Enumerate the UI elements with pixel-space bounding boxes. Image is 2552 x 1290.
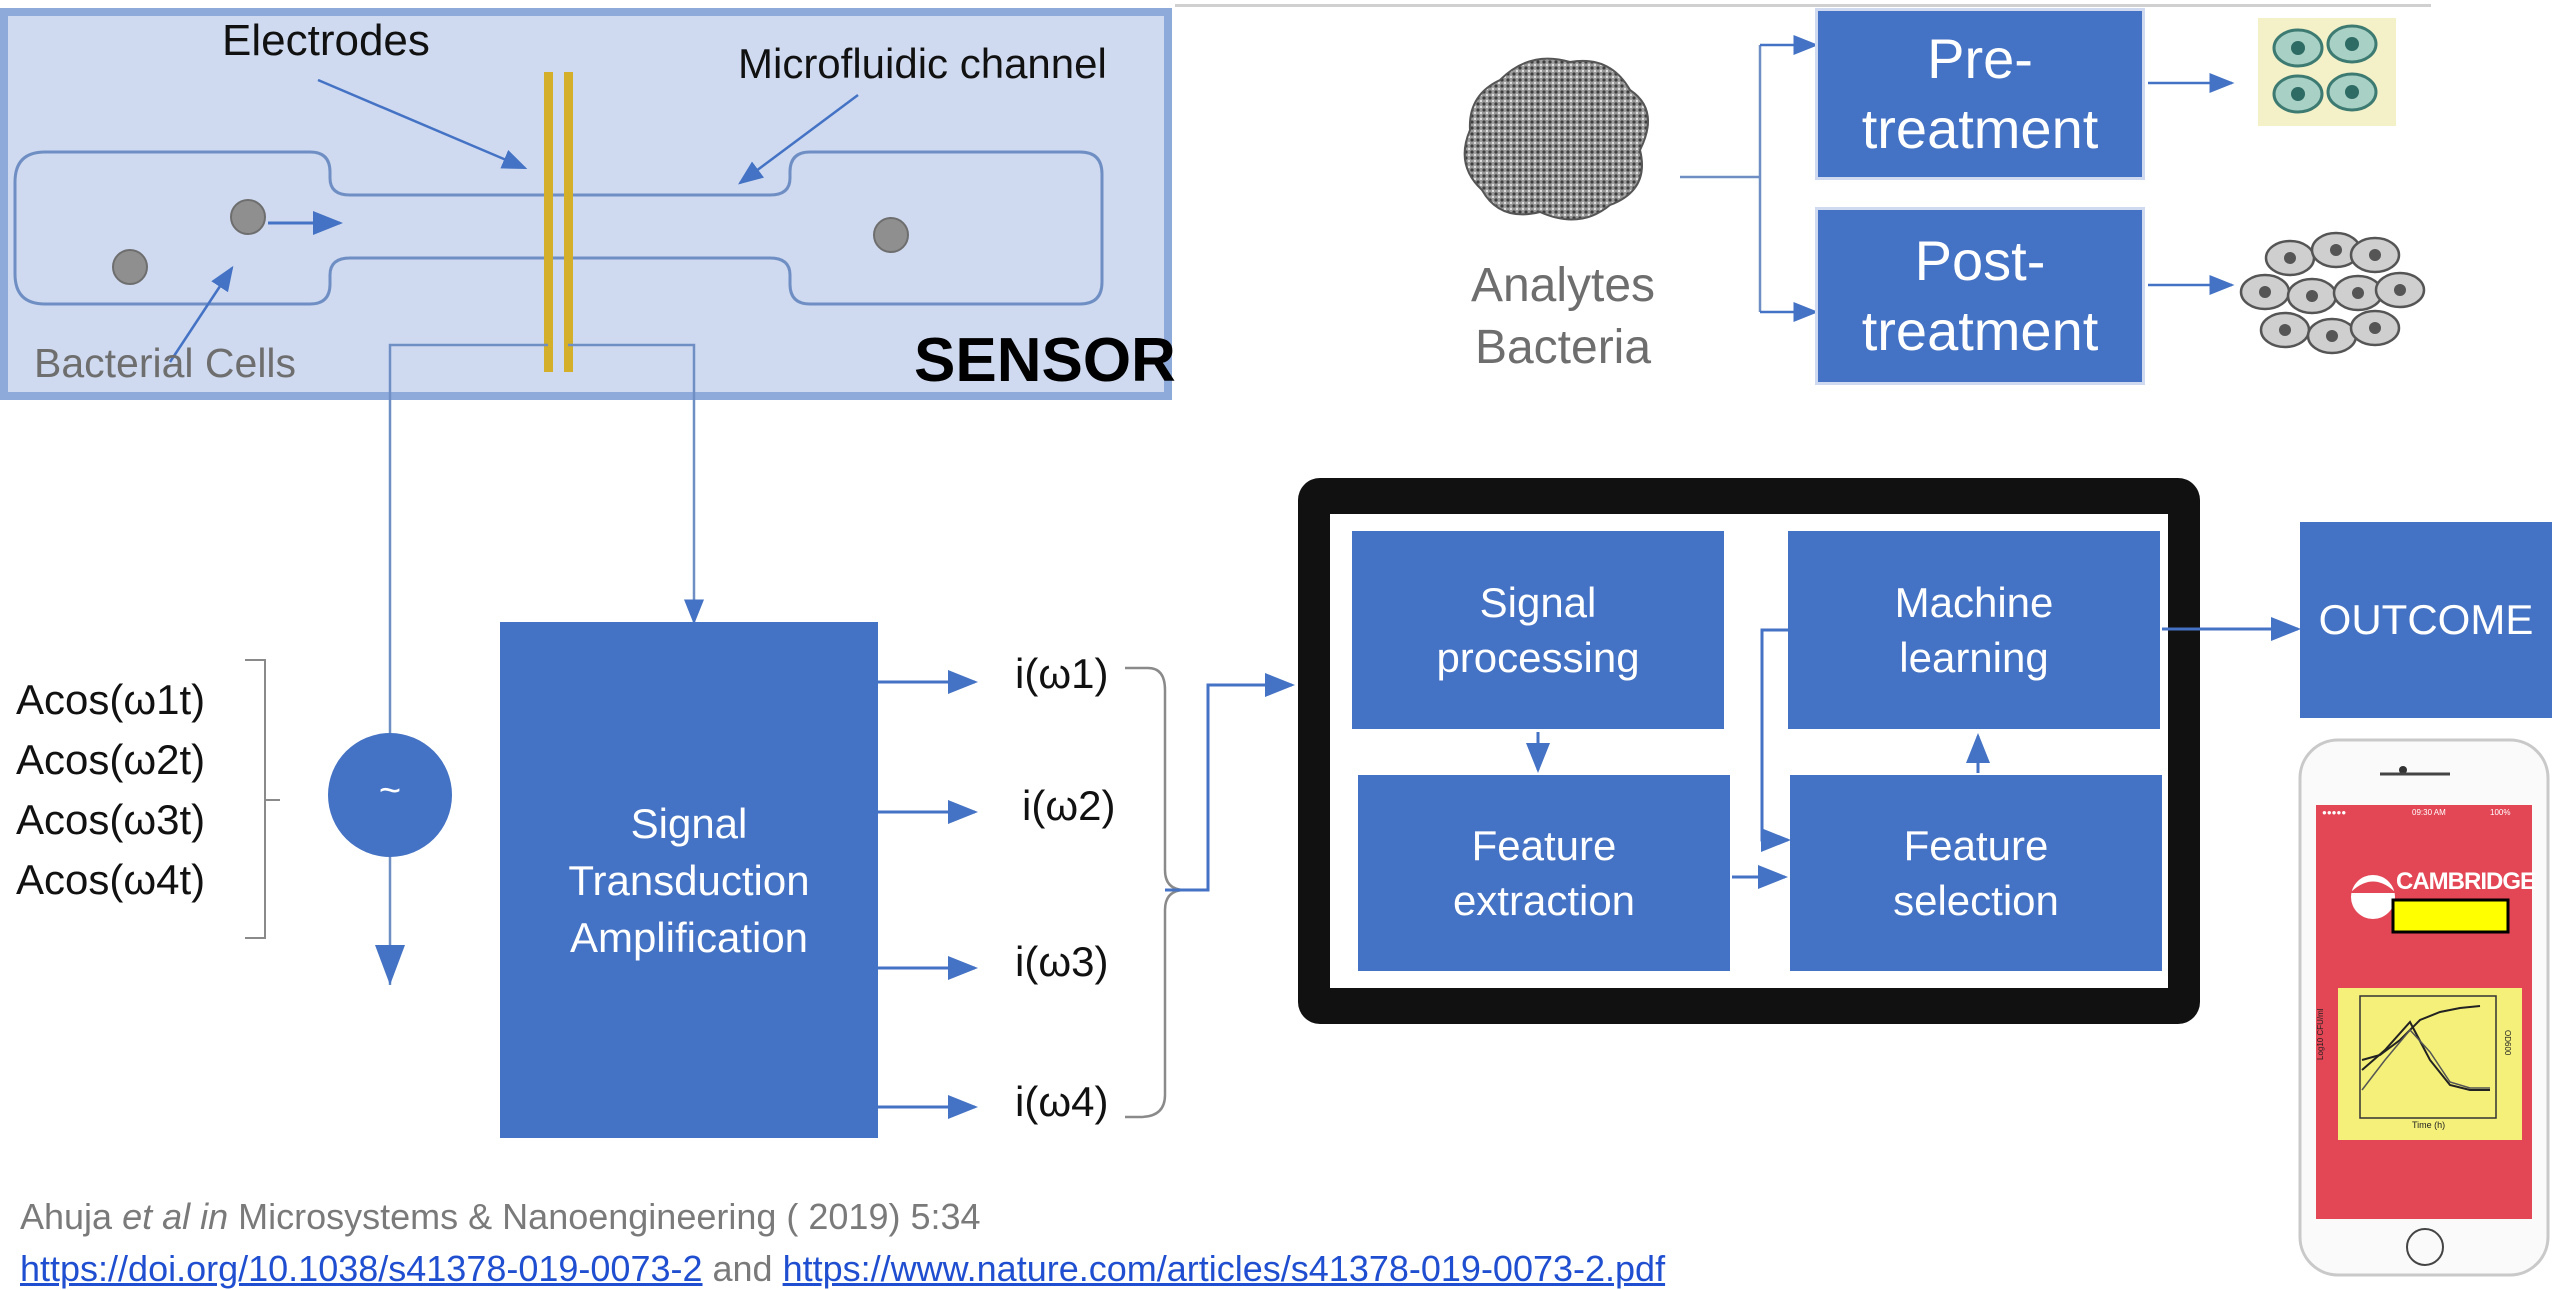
output-current-2: i(ω2) [1022,782,1116,829]
machine-learning-box: Machine learning [1788,531,2160,729]
output-current-3: i(ω3) [1015,938,1109,985]
phone-chart-xlabel: Time (h) [2412,1120,2446,1130]
citation-journal: Microsystems & Nanoengineering ( 2019) 5… [228,1196,981,1237]
phone-status-battery: 100% [2490,808,2511,817]
bacteria-cluster-image [1463,57,1649,221]
outcome-label: OUTCOME [2318,596,2534,643]
phone-status-time: 09:30 AM [2412,808,2446,817]
ac-source-symbol: ~ [378,770,402,812]
analytes-line: Analytes [1470,259,1656,312]
pretreatment-cells-image [2258,18,2396,126]
phone-yellow-field [2391,898,2510,934]
citation-line: Ahuja et al in Microsystems & Nanoengine… [20,1196,981,1238]
pretreatment-cells [2272,24,2378,114]
machine-learning-line1: Machine [1894,579,2054,626]
doi-link[interactable]: https://doi.org/10.1038/s41378-019-0073-… [20,1248,703,1289]
posttreatment-line2: treatment [1861,299,2099,362]
analytes-label: Analytes Bacteria [1468,255,1658,379]
sensor-panel [0,8,1172,400]
feature-extraction-line2: extraction [1452,877,1636,924]
signal-transduction-box: Signal Transduction Amplification [500,622,878,1138]
electrode-bar [544,72,553,372]
phone-status-signal-icon: ●●●●● [2322,808,2347,817]
electrodes-label: Electrodes [222,16,430,65]
output-current-1: i(ω1) [1015,650,1109,697]
electrode-bar [564,72,573,372]
input-signals: Acos(ω1t) Acos(ω2t) Acos(ω3t) Acos(ω4t) [16,670,205,910]
feature-extraction-box: Feature extraction [1358,775,1730,971]
feature-extraction-line1: Feature [1471,822,1617,869]
signal-processing-line1: Signal [1479,579,1597,626]
input-signal-4: Acos(ω4t) [16,856,206,903]
signal-processing-box: Signal processing [1352,531,1724,729]
machine-learning-line2: learning [1899,634,2049,681]
signal-processing-line2: processing [1436,634,1640,681]
transduction-line2: Transduction [568,856,810,904]
microfluidic-channel [13,150,1104,306]
pretreatment-line2: treatment [1861,97,2099,160]
posttreatment-line1: Post- [1914,229,2046,292]
feature-selection-line2: selection [1893,877,2059,924]
input-signal-1: Acos(ω1t) [16,676,206,723]
output-current-4: i(ω4) [1015,1078,1109,1125]
citation-etal: et al in [122,1196,229,1237]
citation-and: and [702,1248,783,1289]
phone-chart-y2label: OD600 [2503,1030,2512,1056]
bacteria-line: Bacteria [1474,321,1652,374]
pdf-link[interactable]: https://www.nature.com/articles/s41378-0… [782,1248,1666,1289]
bacterial-cells-label: Bacterial Cells [34,340,297,386]
posttreatment-box: Post- treatment [1815,207,2145,385]
pretreatment-line1: Pre- [1927,27,2033,90]
input-signal-3: Acos(ω3t) [16,796,206,843]
feature-selection-line1: Feature [1903,822,2049,869]
sensor-title: SENSOR [914,326,1176,395]
phone-brand: CAMBRIDGE [2396,868,2536,895]
phone-chart-ylabel: Log10 CFU/ml [2316,1008,2325,1060]
ac-source [328,733,452,857]
citation-author: Ahuja [20,1196,123,1237]
phone-chart [2338,988,2522,1140]
outcome-box: OUTCOME [2300,522,2552,718]
feature-selection-box: Feature selection [1790,775,2162,971]
citation-links: https://doi.org/10.1038/s41378-019-0073-… [20,1248,1665,1290]
top-rule [1175,4,2431,7]
transduction-line3: Amplification [569,913,809,961]
bacterial-cell [112,249,148,285]
phone-home-button [2406,1228,2444,1266]
input-signal-2: Acos(ω2t) [16,736,206,783]
bacterial-cell [873,217,909,253]
microfluidic-channel-label: Microfluidic channel [738,40,1107,87]
transduction-line1: Signal [630,799,748,847]
pretreatment-box: Pre- treatment [1815,8,2145,180]
bacterial-cell [230,199,266,235]
